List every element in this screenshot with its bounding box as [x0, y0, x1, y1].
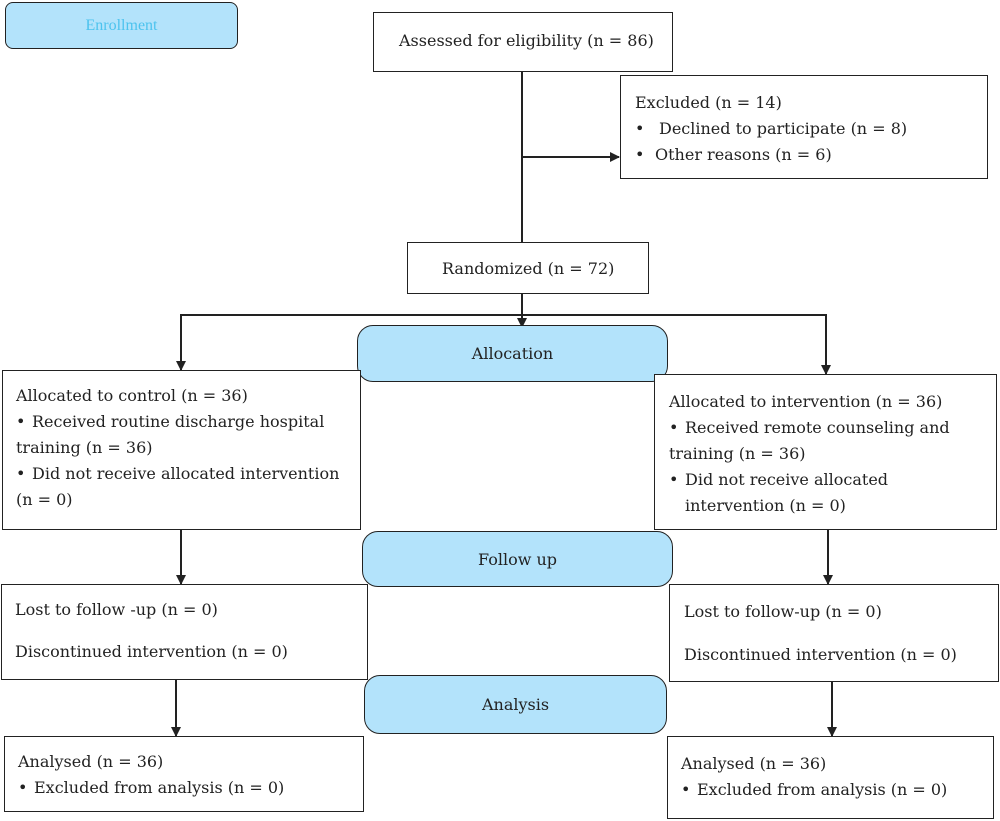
connector-split-left [176, 314, 522, 371]
intervention-allocation-title: Allocated to intervention (n = 36) [669, 392, 943, 411]
assessed-text: Assessed for eligibility (n = 86) [399, 31, 654, 50]
control-allocation-box: Allocated to control (n = 36) •Received … [2, 370, 361, 530]
bullet-icon: • [635, 145, 645, 164]
intervention-allocation-box: Allocated to intervention (n = 36) •Rece… [654, 374, 997, 530]
follow-up-label-text: Follow up [477, 549, 558, 569]
allocation-phase-label: Allocation [357, 325, 668, 382]
intervention-analysed: Analysed (n = 36) [681, 754, 827, 773]
intervention-lost-to-follow-up: Lost to follow-up (n = 0) [684, 602, 882, 621]
analysis-phase-label: Analysis [364, 675, 667, 734]
control-lost-to-follow-up: Lost to follow -up (n = 0) [15, 600, 218, 619]
intervention-follow-up-box: Lost to follow-up (n = 0) Discontinued i… [669, 584, 999, 682]
excluded-title: Excluded (n = 14) [635, 93, 782, 112]
bullet-icon: • [16, 412, 26, 431]
follow-up-phase-label: Follow up [362, 531, 673, 587]
connector-split-right [522, 314, 831, 375]
control-analysed: Analysed (n = 36) [18, 752, 164, 771]
control-allocation-title: Allocated to control (n = 36) [16, 386, 248, 405]
bullet-icon: • [681, 780, 691, 799]
bullet-icon: • [16, 464, 26, 483]
control-discontinued: Discontinued intervention (n = 0) [15, 642, 288, 661]
bullet-icon: • [18, 778, 28, 797]
randomized-box: Randomized (n = 72) [407, 242, 649, 294]
excluded-item-other: •Other reasons (n = 6) [635, 142, 987, 168]
randomized-text: Randomized (n = 72) [442, 259, 615, 278]
bullet-icon: • [635, 119, 645, 138]
bullet-icon: • [669, 470, 679, 489]
bullet-icon: • [669, 418, 679, 437]
allocation-label-text: Allocation [471, 344, 554, 363]
control-excluded-from-analysis: •Excluded from analysis (n = 0) [18, 775, 363, 801]
intervention-not-received-line2: intervention (n = 0) [685, 496, 846, 515]
assessed-box: Assessed for eligibility (n = 86) [373, 12, 673, 72]
intervention-received-line1: •Received remote counseling and [669, 415, 996, 441]
intervention-excluded-from-analysis: •Excluded from analysis (n = 0) [681, 777, 993, 803]
control-not-received-line1: •Did not receive allocated intervention [16, 461, 360, 487]
control-analysis-box: Analysed (n = 36) •Excluded from analysi… [4, 736, 364, 812]
analysis-label-text: Analysis [481, 695, 550, 714]
control-not-received-line2: (n = 0) [16, 490, 73, 509]
intervention-not-received-line1: •Did not receive allocated [669, 467, 996, 493]
intervention-received-line2: training (n = 36) [669, 444, 806, 463]
enrollment-label-text: Enrollment [85, 16, 158, 34]
control-received-line2: training (n = 36) [16, 438, 153, 457]
intervention-analysis-box: Analysed (n = 36) •Excluded from analysi… [667, 736, 994, 819]
intervention-discontinued: Discontinued intervention (n = 0) [684, 645, 957, 664]
enrollment-phase-label: Enrollment [5, 2, 238, 49]
excluded-item-declined: •Declined to participate (n = 8) [635, 116, 987, 142]
excluded-box: Excluded (n = 14) •Declined to participa… [620, 75, 988, 179]
control-follow-up-box: Lost to follow -up (n = 0) Discontinued … [1, 584, 368, 680]
control-received-line1: •Received routine discharge hospital [16, 409, 360, 435]
